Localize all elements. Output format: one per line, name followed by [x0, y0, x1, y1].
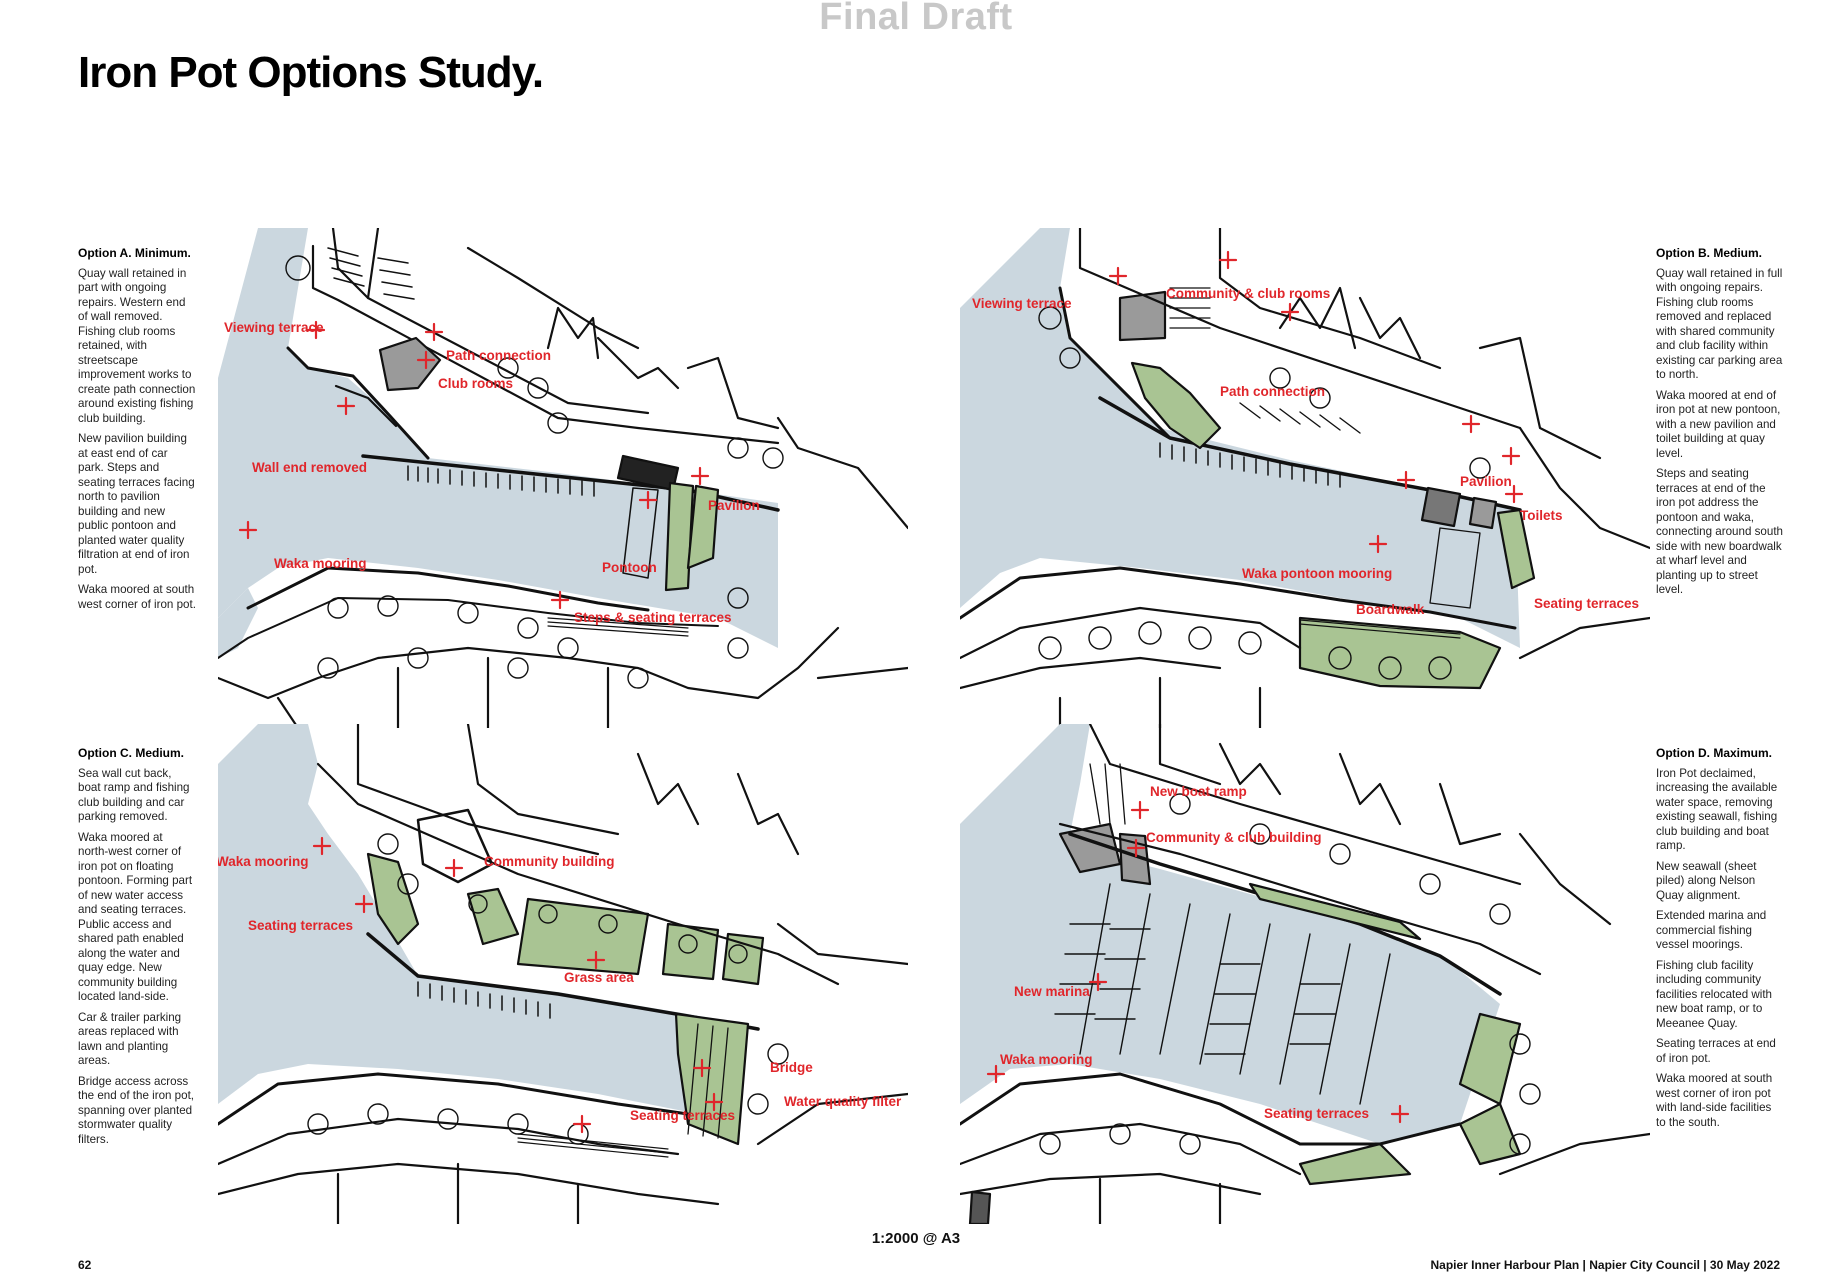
- map-b-label: Viewing terrace: [972, 296, 1072, 311]
- footer-credit: Napier Inner Harbour Plan | Napier City …: [1430, 1258, 1781, 1272]
- option-a-para: New pavilion building at east end of car…: [78, 432, 195, 576]
- map-a-label: Steps & seating terraces: [574, 610, 732, 625]
- option-c-heading: Option C. Medium.: [78, 746, 184, 760]
- map-c-label: Waka mooring: [218, 854, 309, 869]
- map-b-label: Waka pontoon mooring: [1242, 566, 1392, 581]
- map-c-label: Seating terraces: [630, 1108, 735, 1123]
- option-b-description: Option B. Medium. Quay wall retained in …: [1656, 246, 1784, 604]
- map-a-label: Club rooms: [438, 376, 513, 391]
- map-a-label: Pavilion: [708, 498, 760, 513]
- option-d-para: Seating terraces at end of iron pot.: [1656, 1037, 1776, 1065]
- map-b-label: Boardwalk: [1356, 602, 1425, 617]
- option-a-plan: Viewing terrace Path connection Club roo…: [218, 228, 908, 728]
- map-d-label: New boat ramp: [1150, 784, 1247, 799]
- option-c-para: Sea wall cut back, boat ramp and fishing…: [78, 766, 190, 824]
- page-title: Iron Pot Options Study.: [78, 48, 544, 97]
- option-a-para: Waka moored at south west corner of iron…: [78, 583, 196, 611]
- option-b-plan: Viewing terrace Community & club rooms P…: [960, 228, 1650, 728]
- option-d-para: Iron Pot declaimed, increasing the avail…: [1656, 766, 1778, 853]
- scale-note: 1:2000 @ A3: [871, 1230, 961, 1247]
- option-d-para: Fishing club facility including communit…: [1656, 958, 1772, 1030]
- option-c-para: Bridge access across the end of the iron…: [78, 1074, 195, 1146]
- option-c-plan: Waka mooring Community building Seating …: [218, 724, 908, 1224]
- map-c-label: Seating terraces: [248, 918, 353, 933]
- map-b-label: Toilets: [1520, 508, 1563, 523]
- page-number: 62: [78, 1258, 92, 1272]
- option-a-para: Quay wall retained in part with ongoing …: [78, 266, 196, 425]
- watermark: Final Draft: [819, 0, 1013, 38]
- option-c-para: Waka moored at north-west corner of iron…: [78, 830, 193, 1004]
- map-b-label: Seating terraces: [1534, 596, 1639, 611]
- map-d-label: Waka mooring: [1000, 1052, 1093, 1067]
- map-d-label: Seating terraces: [1264, 1106, 1369, 1121]
- option-b-para: Steps and seating terraces at end of the…: [1656, 467, 1783, 596]
- map-c-label: Bridge: [770, 1060, 813, 1075]
- map-b-label: Community & club rooms: [1166, 286, 1330, 301]
- option-a-heading: Option A. Minimum.: [78, 246, 191, 260]
- map-d-label: New marina: [1014, 984, 1090, 999]
- option-b-heading: Option B. Medium.: [1656, 246, 1762, 260]
- option-d-para: New seawall (sheet piled) along Nelson Q…: [1656, 859, 1757, 902]
- map-b-label: Path connection: [1220, 384, 1325, 399]
- map-a-label: Waka mooring: [274, 556, 367, 571]
- map-a-label: Wall end removed: [252, 460, 367, 475]
- option-d-para: Extended marina and commercial fishing v…: [1656, 909, 1767, 951]
- option-c-description: Option C. Medium. Sea wall cut back, boa…: [78, 746, 196, 1153]
- map-d-label: Community & club building: [1146, 830, 1322, 845]
- option-c-para: Car & trailer parking areas replaced wit…: [78, 1010, 182, 1068]
- option-a-description: Option A. Minimum. Quay wall retained in…: [78, 246, 196, 618]
- option-b-para: Quay wall retained in full with ongoing …: [1656, 266, 1783, 382]
- map-b-label: Pavilion: [1460, 474, 1512, 489]
- option-d-heading: Option D. Maximum.: [1656, 746, 1773, 760]
- option-d-description: Option D. Maximum. Iron Pot declaimed, i…: [1656, 746, 1784, 1136]
- map-c-label: Community building: [484, 854, 615, 869]
- map-a-label: Path connection: [446, 348, 551, 363]
- option-b-para: Waka moored at end of iron pot at new po…: [1656, 388, 1781, 460]
- option-d-para: Waka moored at south west corner of iron…: [1656, 1072, 1773, 1129]
- map-c-label: Grass area: [564, 970, 634, 985]
- map-a-label: Viewing terrace: [224, 320, 324, 335]
- option-d-plan: New boat ramp Community & club building …: [960, 724, 1650, 1224]
- map-a-label: Pontoon: [602, 560, 657, 575]
- map-c-label: Water quality filter: [784, 1094, 902, 1109]
